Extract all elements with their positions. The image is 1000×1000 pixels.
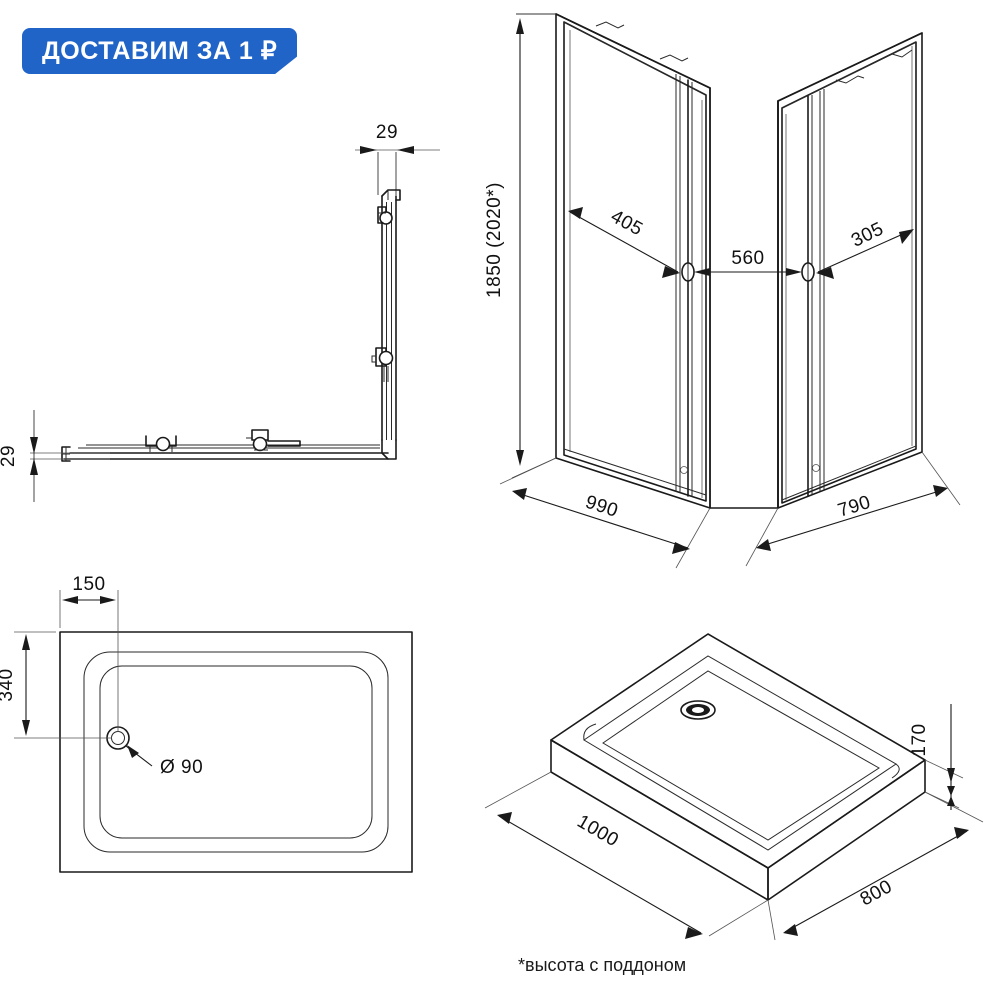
dim-side-width-790: 790	[835, 492, 873, 522]
dim-tray-length-1000: 1000	[573, 811, 622, 851]
dim-profile-side-29: 29	[0, 445, 19, 467]
profile-plan-drawing: 29	[0, 110, 470, 510]
dim-enclosure-height: 1850 (2020*)	[484, 182, 505, 298]
dim-drain-offset-340: 340	[0, 668, 17, 701]
delivery-promo-badge: ДОСТАВИМ ЗА 1 ₽	[22, 28, 298, 74]
enclosure-3d-drawing: 1850 (2020*) 405 560 305 990	[460, 0, 1000, 600]
dim-door-opening-560: 560	[731, 248, 764, 269]
dim-tray-width-800: 800	[857, 876, 896, 910]
dim-front-width-990: 990	[583, 492, 621, 522]
dim-drain-diameter: Ø 90	[160, 757, 203, 778]
tray-3d-drawing: 1000 800 170	[455, 600, 1000, 1000]
dim-profile-top-29: 29	[376, 122, 398, 143]
dim-tray-height-170: 170	[909, 723, 930, 756]
footnote-height-with-tray: *высота с поддоном	[518, 955, 687, 975]
dim-drain-offset-150: 150	[72, 574, 105, 595]
dim-door-right-305: 305	[848, 218, 887, 251]
tray-plan-drawing: Ø 90 150 340	[0, 574, 460, 910]
